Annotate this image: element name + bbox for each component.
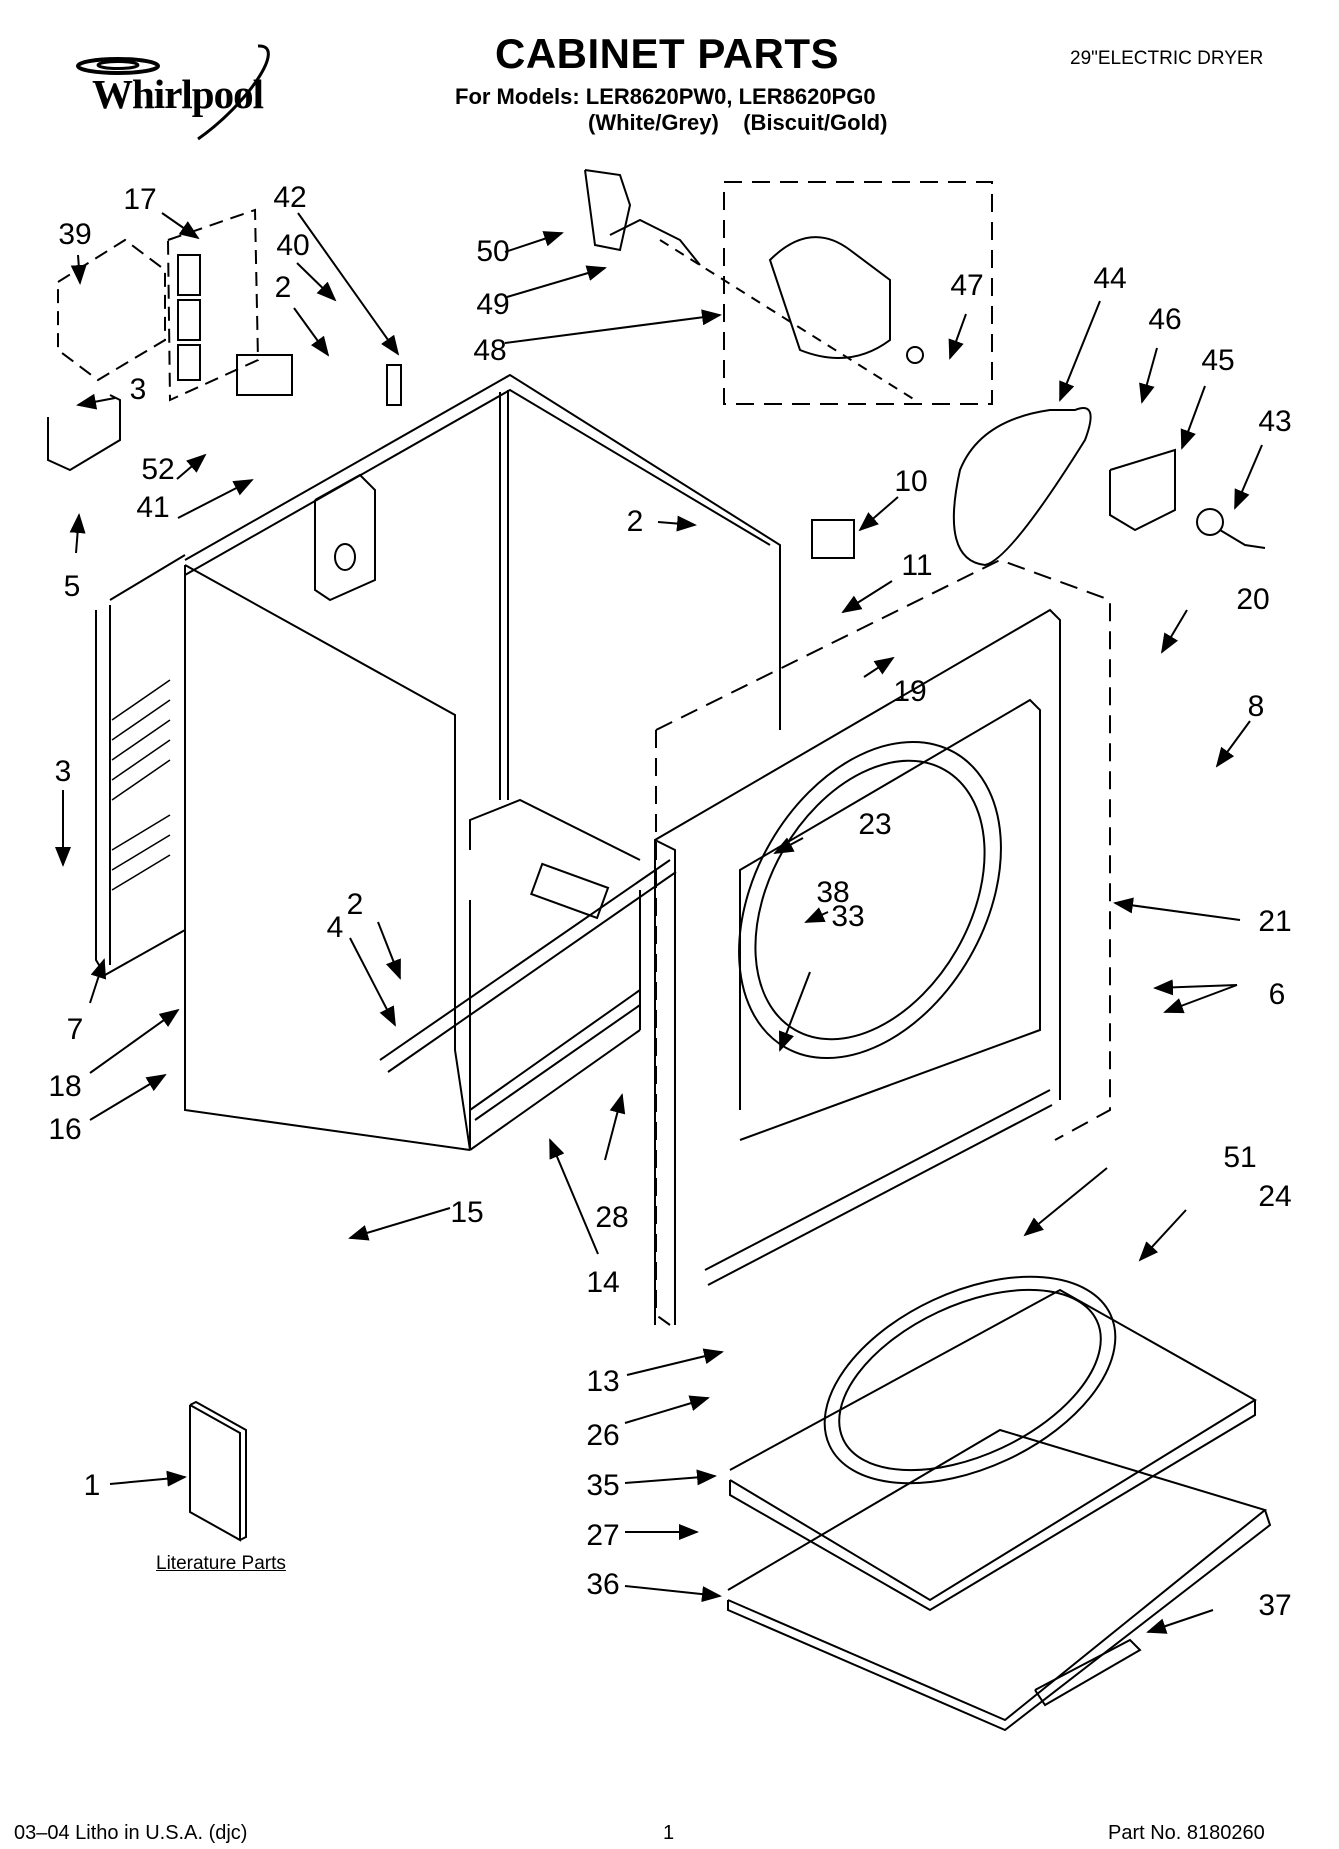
callout-14: 14 bbox=[586, 1266, 620, 1299]
callout-8: 8 bbox=[1247, 690, 1265, 723]
callout-40: 40 bbox=[276, 229, 310, 262]
callout-50: 50 bbox=[476, 235, 510, 268]
callout-48: 48 bbox=[473, 334, 507, 367]
cabinet bbox=[95, 373, 781, 1151]
callout-20: 20 bbox=[1236, 583, 1270, 616]
callout-37: 37 bbox=[1258, 1589, 1292, 1622]
callout-26: 26 bbox=[586, 1419, 620, 1452]
page-number: 1 bbox=[663, 1822, 675, 1844]
door-switch bbox=[811, 519, 855, 559]
models-line: For Models: LER8620PW0, LER8620PG0 bbox=[455, 84, 876, 109]
callout-27: 27 bbox=[586, 1519, 620, 1552]
callout-3a: 3 bbox=[129, 373, 147, 406]
callout-13: 13 bbox=[586, 1365, 620, 1398]
motor-assembly bbox=[584, 169, 993, 405]
callout-11: 11 bbox=[901, 549, 933, 582]
terminal-block-assembly bbox=[47, 208, 402, 472]
idler-pulley bbox=[1196, 508, 1224, 536]
callout-44: 44 bbox=[1093, 262, 1127, 295]
colors-line: (White/Grey) (Biscuit/Gold) bbox=[588, 110, 888, 135]
callout-24: 24 bbox=[1258, 1180, 1292, 1213]
leader-lines bbox=[55, 212, 1263, 1634]
callout-18: 18 bbox=[48, 1070, 82, 1103]
callout-4: 4 bbox=[326, 911, 344, 944]
part-number: Part No. 8180260 bbox=[1108, 1822, 1265, 1844]
whirlpool-logo: Whirlpool bbox=[58, 44, 298, 154]
litho-info: 03–04 Litho in U.S.A. (djc) bbox=[14, 1822, 248, 1844]
product-type: 29"ELECTRIC DRYER bbox=[1070, 48, 1264, 69]
callout-6: 6 bbox=[1268, 978, 1286, 1011]
callout-42: 42 bbox=[273, 181, 307, 214]
callout-1: 1 bbox=[83, 1469, 101, 1502]
callout-21: 21 bbox=[1258, 905, 1292, 938]
callout-7: 7 bbox=[66, 1013, 84, 1046]
drive-belt bbox=[952, 407, 1092, 567]
callout-23: 23 bbox=[858, 808, 892, 841]
callout-35: 35 bbox=[586, 1469, 620, 1502]
callout-19: 19 bbox=[893, 675, 927, 708]
base-assembly bbox=[727, 1275, 1272, 1732]
whirlpool-swirl-icon bbox=[76, 44, 270, 141]
literature-parts-label: Literature Parts bbox=[156, 1553, 286, 1574]
callout-5: 5 bbox=[63, 570, 81, 603]
callout-38: 38 bbox=[816, 876, 850, 909]
callout-52: 52 bbox=[141, 453, 175, 486]
literature-book bbox=[189, 1400, 247, 1542]
page-title: CABINET PARTS bbox=[495, 30, 840, 77]
idler-bracket bbox=[1109, 448, 1176, 532]
callout-46: 46 bbox=[1148, 303, 1182, 336]
callout-16: 16 bbox=[48, 1113, 82, 1146]
callout-45: 45 bbox=[1201, 344, 1235, 377]
callout-43: 43 bbox=[1258, 405, 1292, 438]
callout-3b: 3 bbox=[54, 755, 72, 788]
callout-28: 28 bbox=[595, 1201, 629, 1234]
callout-2c: 2 bbox=[346, 888, 364, 921]
callout-36: 36 bbox=[586, 1568, 620, 1601]
front-panel bbox=[654, 558, 1111, 1326]
callout-2a: 2 bbox=[274, 271, 292, 304]
callout-33: 33 bbox=[831, 900, 865, 933]
callout-10: 10 bbox=[894, 465, 928, 498]
callout-15: 15 bbox=[450, 1196, 484, 1229]
callout-47: 47 bbox=[950, 269, 984, 302]
callout-51: 51 bbox=[1223, 1141, 1257, 1174]
callout-17: 17 bbox=[123, 183, 157, 216]
callout-2b: 2 bbox=[626, 505, 644, 538]
brand-name: Whirlpool bbox=[92, 71, 264, 117]
callout-41: 41 bbox=[136, 491, 170, 524]
callout-39: 39 bbox=[58, 218, 92, 251]
callout-49: 49 bbox=[476, 288, 510, 321]
